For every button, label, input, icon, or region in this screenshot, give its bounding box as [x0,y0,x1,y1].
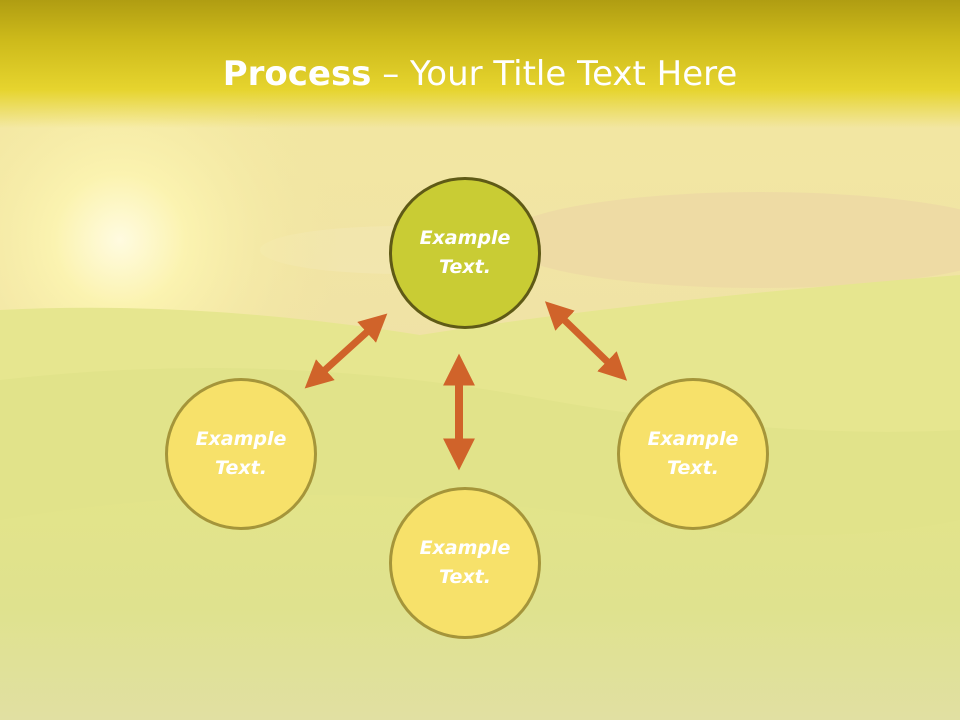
node-top-label: Example Text. [419,227,511,278]
node-top: Example Text. [389,177,541,329]
title-rest: – Your Title Text Here [371,54,738,94]
node-left: Example Text. [165,378,317,530]
node-bottom-label: Example Text. [419,537,511,588]
node-bottom: Example Text. [389,487,541,639]
slide-title: Process – Your Title Text Here [0,52,960,96]
node-right-label: Example Text. [647,428,739,479]
node-right: Example Text. [617,378,769,530]
title-band [0,0,960,128]
title-strong: Process [222,54,372,94]
node-left-label: Example Text. [195,428,287,479]
